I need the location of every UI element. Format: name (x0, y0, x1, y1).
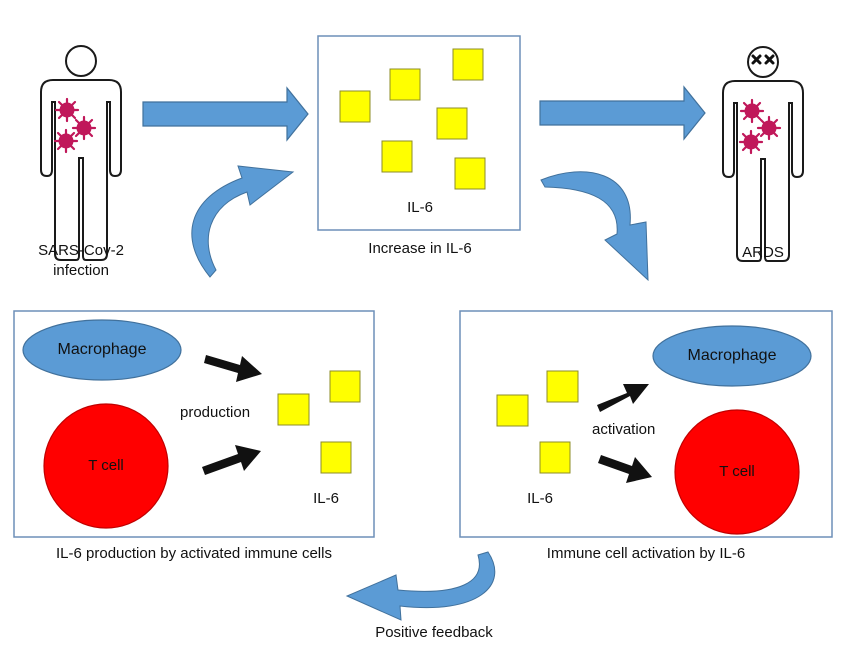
production-label: production (180, 404, 251, 421)
left-box-caption: IL-6 production by activated immune cell… (56, 545, 332, 562)
il6-molecule (339, 90, 371, 123)
il6-molecule (329, 370, 361, 403)
macrophage-label-left: Macrophage (57, 341, 147, 358)
positive-feedback-label: Positive feedback (375, 624, 493, 641)
virus-icon (71, 115, 97, 141)
il6-molecule (277, 393, 310, 426)
virus-icon (756, 115, 782, 141)
il6-molecule (496, 394, 529, 427)
il6-molecules-left (277, 370, 361, 474)
il6-label-right: IL-6 (527, 490, 553, 507)
human-figure-icon (40, 79, 122, 261)
tcell-label-left: T cell (88, 457, 124, 474)
tcell-label-right: T cell (719, 463, 755, 480)
virus-icon (53, 128, 79, 154)
curved-arrow-production-to-il6 (191, 165, 295, 278)
il6-molecules (339, 48, 486, 190)
tcell-right (674, 409, 800, 535)
il6-molecule (381, 140, 413, 173)
arrow-infection-to-il6 (142, 86, 309, 142)
activation-label: activation (592, 421, 656, 438)
black-arrow-activation-tcell (598, 455, 652, 483)
il6-molecule (389, 68, 421, 101)
infection-label-line2: infection (53, 262, 109, 279)
il6-increase-box (317, 35, 521, 231)
macrophage-cell-left (22, 319, 182, 381)
il6-molecule (452, 48, 484, 81)
person-head-icon (747, 46, 779, 78)
right-box-caption: Immune cell activation by IL-6 (546, 545, 746, 562)
infection-label-line1: SARS-Cov-2 (38, 242, 124, 259)
il6-molecule (539, 441, 571, 474)
il6-molecule (320, 441, 352, 474)
ards-label: ARDS (742, 244, 784, 261)
ards-person-figure (722, 46, 804, 262)
macrophage-label-right: Macrophage (687, 347, 777, 364)
person-head-icon (65, 45, 97, 77)
il6-molecule (454, 157, 486, 190)
human-figure-icon (722, 80, 804, 262)
infected-person-figure (40, 45, 122, 261)
il6-molecules-right (496, 370, 579, 474)
arrow-il6-to-ards (539, 85, 706, 141)
curved-arrow-positive-feedback (345, 551, 496, 621)
x-eyes-icon (751, 54, 775, 65)
black-arrow-macrophage-production (204, 355, 262, 382)
curved-arrow-il6-to-activation (540, 171, 649, 282)
il6-box-label: IL-6 (407, 199, 433, 216)
virus-icon (738, 129, 764, 155)
tcell-left (43, 403, 169, 529)
black-arrow-tcell-production (202, 445, 261, 475)
virus-icon (54, 97, 80, 123)
black-arrow-activation-macrophage (597, 384, 649, 412)
il6-molecule (436, 107, 468, 140)
increase-caption: Increase in IL-6 (368, 240, 472, 257)
il6-label-left: IL-6 (313, 490, 339, 507)
virus-icon (739, 98, 765, 124)
macrophage-cell-right (652, 325, 812, 387)
il6-molecule (546, 370, 579, 403)
